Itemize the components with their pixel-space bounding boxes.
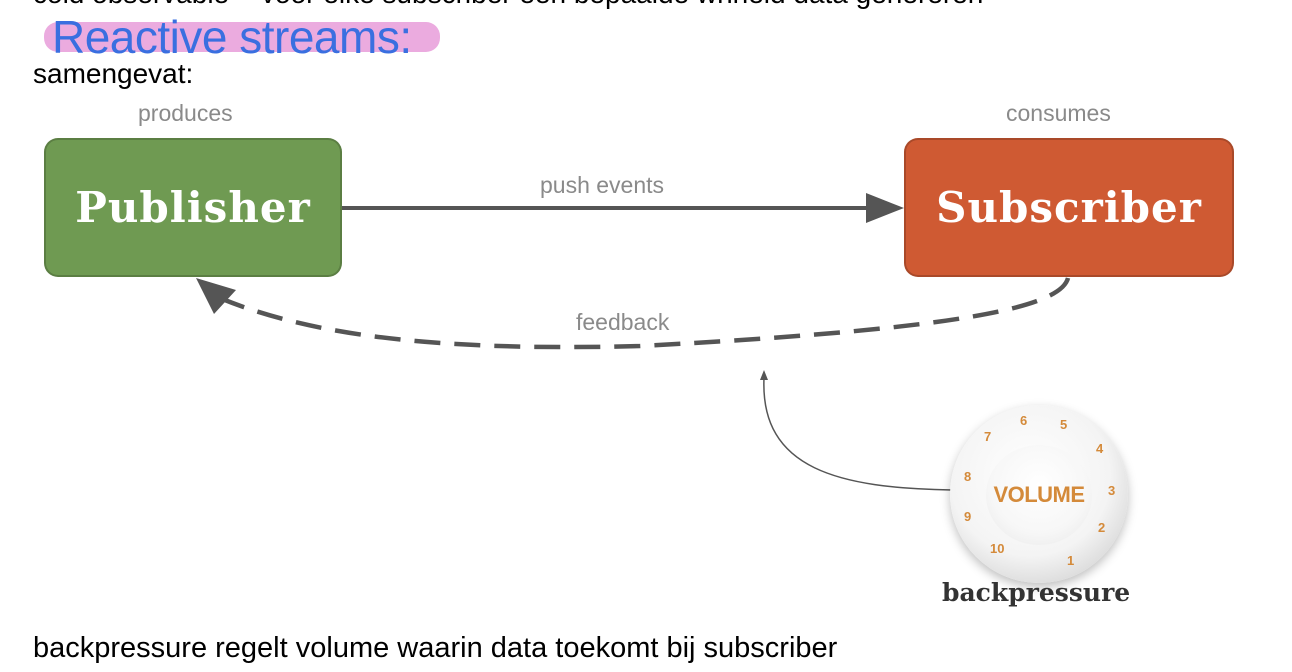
publisher-label: Publisher <box>75 183 311 232</box>
knob-number: 1 <box>1067 553 1075 568</box>
consumes-label: consumes <box>1006 100 1111 126</box>
knob-number: 10 <box>990 541 1005 556</box>
backpressure-label: backpressure <box>942 578 1131 607</box>
feedback-curve <box>214 277 1071 350</box>
produces-label: produces <box>138 100 233 126</box>
knob-number: 6 <box>1020 413 1028 428</box>
knob-number: 2 <box>1098 520 1106 535</box>
publisher-box: Publisher <box>44 138 342 277</box>
push-arrowhead <box>866 193 904 223</box>
knob-number: 4 <box>1096 441 1104 456</box>
subscriber-box: Subscriber <box>904 138 1234 277</box>
subtitle: samengevat: <box>33 58 194 89</box>
heading-block: Reactive streams: <box>42 11 440 66</box>
knob-number: 8 <box>964 469 972 484</box>
page-title: Reactive streams: <box>52 11 412 63</box>
caption-text: backpressure regelt volume waarin data t… <box>33 632 838 664</box>
feedback-arrowhead <box>196 278 236 314</box>
heading-highlight <box>44 22 440 52</box>
knob-link-arrowhead <box>760 370 768 380</box>
knob-volume-label: VOLUME <box>993 482 1085 507</box>
knob-number: 3 <box>1108 483 1116 498</box>
knob-cap: VOLUME <box>986 445 1092 545</box>
push-events-label: push events <box>540 172 665 198</box>
knob-link-line <box>763 377 953 491</box>
previous-line-text: cold observable = voor elke subscriber e… <box>33 0 983 10</box>
subscriber-label: Subscriber <box>936 183 1202 232</box>
knob-number: 7 <box>984 429 992 444</box>
feedback-label: feedback <box>576 309 670 335</box>
knob-number: 5 <box>1060 417 1068 432</box>
knob-number: 9 <box>964 509 972 524</box>
volume-knob-icon: 1 2 3 4 5 6 7 8 9 10 VOLUME <box>950 405 1128 583</box>
